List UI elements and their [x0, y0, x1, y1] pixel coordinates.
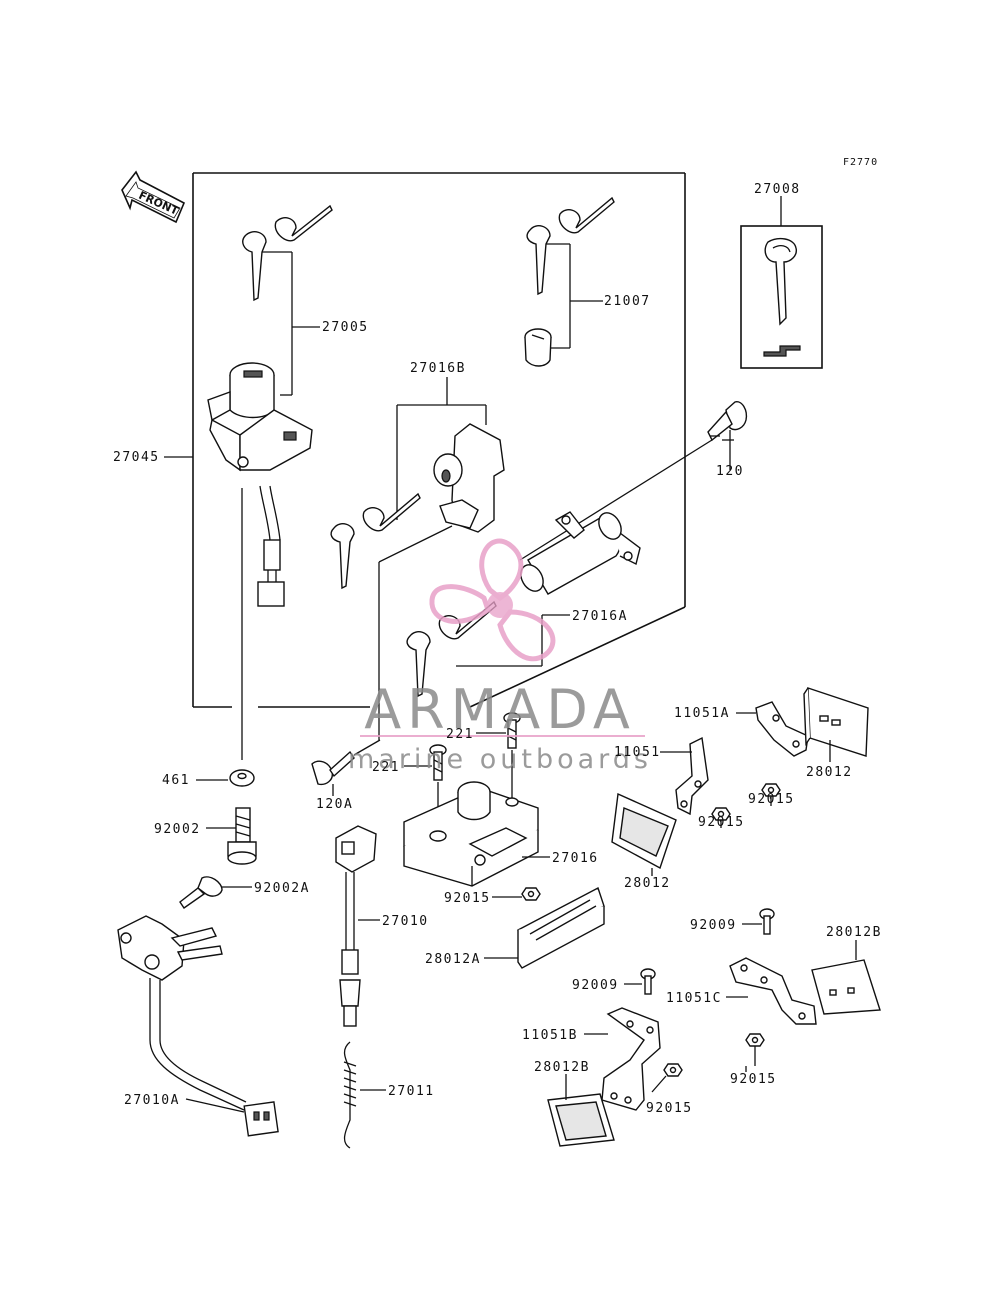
reflector-28012B-a: [811, 940, 881, 1015]
screw-221-a: [476, 712, 521, 800]
bolt-92002A: [179, 876, 252, 909]
label-27016: 27016: [552, 851, 599, 866]
label-92015-c: 92015: [444, 891, 491, 906]
label-92015-e: 92015: [646, 1101, 693, 1116]
label-92009-b: 92009: [572, 978, 619, 993]
key-set-21007: [524, 196, 615, 367]
bracket-11051C: [726, 957, 817, 1066]
bolt-92009-b: [624, 968, 656, 995]
bracket-11051A: [736, 701, 809, 806]
screw-221-b: [404, 744, 447, 820]
reflector-28012-b: [611, 792, 677, 876]
label-27016B: 27016B: [410, 361, 466, 376]
washer-461: [196, 769, 255, 787]
bolt-92009-a: [742, 908, 775, 935]
propeller-logo-icon: [429, 538, 556, 662]
label-92015-d: 92015: [730, 1072, 777, 1087]
reflector-28012-a: [803, 687, 869, 762]
label-27016A: 27016A: [572, 609, 628, 624]
watermark-tagline: marine outboards: [348, 744, 652, 775]
switch-27010: [335, 825, 380, 1027]
label-92002: 92002: [154, 822, 201, 837]
helmet-lock-27016A: [406, 401, 748, 698]
label-92009-a: 92009: [690, 918, 737, 933]
label-27005: 27005: [322, 320, 369, 335]
key-blank-27008: [740, 196, 823, 369]
label-92002A: 92002A: [254, 881, 310, 896]
main-assembly-frame: [192, 172, 686, 708]
bolt-92002: [206, 807, 257, 865]
label-27008: 27008: [754, 182, 801, 197]
label-461: 461: [162, 773, 190, 788]
label-11051A: 11051A: [674, 706, 730, 721]
label-28012B-a: 28012B: [826, 925, 882, 940]
sensor-27010A: [117, 915, 279, 1137]
label-28012-a: 28012: [806, 765, 853, 780]
bolt-120A: [311, 739, 381, 796]
label-92015-a: 92015: [748, 792, 795, 807]
nut-92015-c: [492, 887, 541, 901]
bracket-11051B: [584, 1007, 683, 1111]
ignition-switch-27045: [164, 362, 313, 760]
seat-lock-27016B: [330, 377, 505, 740]
bracket-11051: [660, 736, 731, 828]
label-28012B-b: 28012B: [534, 1060, 590, 1075]
lock-base-27016: [403, 781, 550, 887]
label-27010A: 27010A: [124, 1093, 180, 1108]
label-221-a: 221: [446, 727, 474, 742]
watermark: ARMADA marine outboards: [348, 538, 652, 775]
figure-code: F2770: [843, 157, 878, 168]
spring-27011: [343, 1041, 386, 1149]
label-27010: 27010: [382, 914, 429, 929]
label-27011: 27011: [388, 1084, 435, 1099]
front-arrow-icon: FRONT: [121, 170, 186, 224]
watermark-brand: ARMADA: [364, 678, 636, 741]
label-221-b: 221: [372, 760, 400, 775]
label-27045: 27045: [113, 450, 160, 465]
label-21007: 21007: [604, 294, 651, 309]
label-92015-b: 92015: [698, 815, 745, 830]
label-11051B: 11051B: [522, 1028, 578, 1043]
label-28012A: 28012A: [425, 952, 481, 967]
label-28012-b: 28012: [624, 876, 671, 891]
label-120A: 120A: [316, 797, 353, 812]
key-set-27005: [242, 204, 333, 396]
reflector-28012B-b: [547, 1074, 615, 1147]
label-120: 120: [716, 464, 744, 479]
label-11051: 11051: [614, 745, 661, 760]
reflector-28012A: [484, 886, 605, 969]
label-11051C: 11051C: [666, 991, 722, 1006]
